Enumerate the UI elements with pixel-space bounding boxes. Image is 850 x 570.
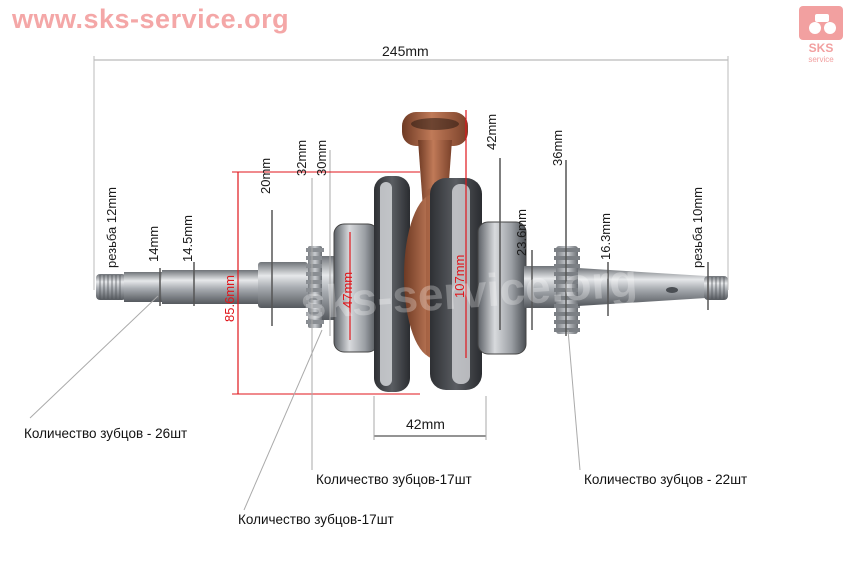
logo-subtext: service <box>808 55 834 64</box>
dimension-lines <box>29 56 729 511</box>
dim-107-label: 107mm <box>452 254 467 298</box>
dim-20-label: 20mm <box>258 157 273 194</box>
left-spline-shaft <box>124 272 164 302</box>
dim-16-3-label: 16.3mm <box>598 213 613 260</box>
dim-14-5-label: 14.5mm <box>180 215 195 262</box>
teeth-26-caption: Количество зубцов - 26шт <box>24 426 188 441</box>
teeth-22-caption: Количество зубцов - 22шт <box>584 472 748 487</box>
dim-47-label: 47mm <box>340 271 355 308</box>
crankshaft <box>96 112 728 392</box>
watermark-url: www.sks-service.org <box>12 4 290 34</box>
logo-text: SKS <box>809 41 834 55</box>
scooter-icon <box>809 22 821 34</box>
sks-logo: SKS service <box>799 6 843 64</box>
right-tapered-shaft <box>578 268 706 306</box>
left-shaft-collar <box>258 262 308 308</box>
left-shaft <box>162 270 262 304</box>
dim-32-label: 32mm <box>294 139 309 176</box>
dim-42-top-label: 42mm <box>484 113 499 150</box>
dim-23-6-label: 23.6mm <box>514 209 529 256</box>
dim-85-6-label: 85.6mm <box>222 275 237 322</box>
thread-right-label: резьба 10mm <box>690 186 705 268</box>
width-42-label: 42mm <box>406 416 445 432</box>
teeth-17-caption-a: Количество зубцов-17шт <box>316 472 472 487</box>
dim-30-label: 30mm <box>314 139 329 176</box>
thread-left-label: резьба 12mm <box>104 186 119 268</box>
dim-36-label: 36mm <box>550 129 565 166</box>
teeth-17-caption-b: Количество зубцов-17шт <box>238 512 394 527</box>
overall-length-label: 245mm <box>382 43 429 59</box>
right-gear <box>554 246 580 334</box>
dim-14-label: 14mm <box>146 225 161 262</box>
